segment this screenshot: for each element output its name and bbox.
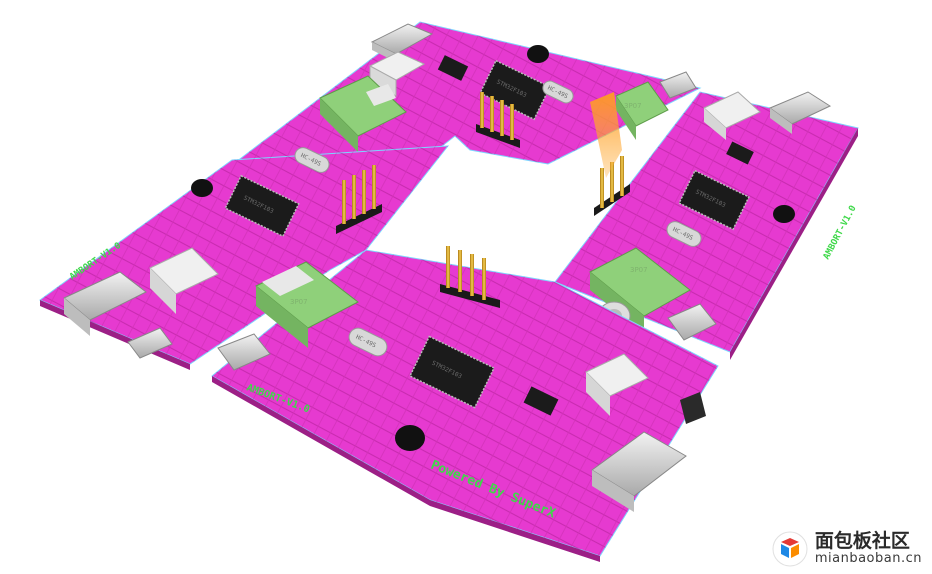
pin-header <box>336 165 382 234</box>
audio-jack-marking: 3P07 <box>290 298 308 306</box>
usb-c-connector <box>591 431 687 512</box>
pcb-board-right: STM32F103 HC-49S 3P07 <box>554 91 859 360</box>
crystal: HC-49S <box>348 327 388 357</box>
pin-header <box>594 156 630 216</box>
ic-chip <box>523 386 559 416</box>
audio-jack: 3P07 <box>255 261 359 348</box>
slide-switch <box>680 392 706 424</box>
mianbaoban-logo-icon <box>772 531 808 567</box>
audio-jack-marking: 3P07 <box>630 266 648 274</box>
pcb-board-bottom: STM32F103 HC-49S 3P07 <box>211 246 719 562</box>
usb-c-connector <box>63 271 147 336</box>
ic-chip <box>437 55 469 81</box>
crystal: HC-49S <box>542 80 574 104</box>
micro-usb-connector <box>127 327 173 359</box>
micro-usb-connector <box>667 303 717 341</box>
watermark-title: 面包板社区 <box>814 530 910 553</box>
pin-header <box>476 92 520 148</box>
crystal: HC-49S <box>294 147 330 173</box>
usb-c-connector <box>768 91 832 134</box>
pin-header <box>440 246 500 308</box>
pcb-board-left: STM32F103 HC-49S AMBORT-V1.0 <box>38 145 450 370</box>
light-beam <box>590 92 622 178</box>
micro-usb-connector <box>659 71 697 99</box>
jst-connector <box>585 353 649 416</box>
green-connector <box>319 75 407 152</box>
mcu-chip: STM32F103 <box>408 335 496 409</box>
audio-jack-marking: 3P07 <box>624 102 642 110</box>
crystal: HC-49S <box>666 221 702 247</box>
mounting-foot <box>773 205 795 223</box>
micro-usb-connector <box>217 333 271 371</box>
mcu-chip: STM32F103 <box>224 174 300 238</box>
watermark-url: mianbaoban.cn <box>814 551 922 567</box>
jst-connector <box>703 91 761 140</box>
ic-chip <box>726 141 754 165</box>
watermark: 面包板社区 mianbaoban.cn <box>771 530 922 568</box>
mounting-foot <box>191 179 213 197</box>
audio-jack: 3P07 <box>615 81 669 140</box>
jst-connector <box>149 247 219 314</box>
mounting-foot <box>527 45 549 63</box>
mounting-foot <box>395 425 425 451</box>
version-label: AMBORT-V1.0 <box>822 204 859 261</box>
